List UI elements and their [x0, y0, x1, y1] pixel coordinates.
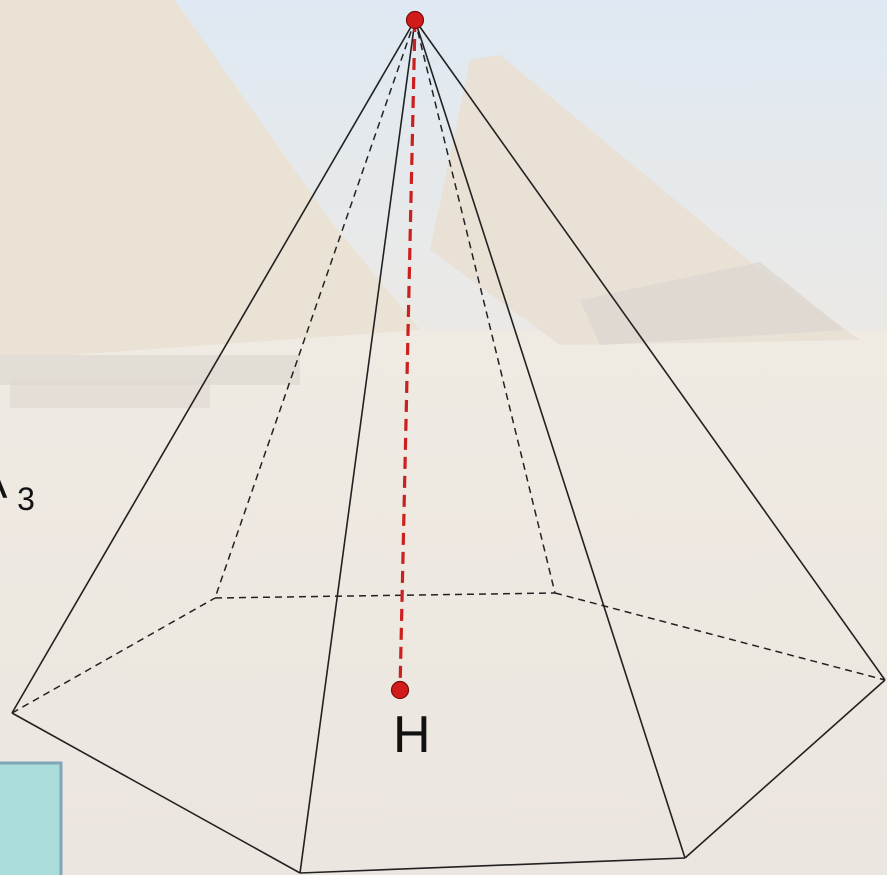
partial-vertex-label: A 3 — [0, 459, 35, 517]
base-edge-front-right — [684, 679, 886, 859]
lateral-edge-b — [299, 19, 416, 874]
lateral-edge-a — [11, 19, 416, 714]
foot-label: H — [393, 706, 431, 764]
visible-edges — [11, 19, 886, 874]
hidden-base-edge-back — [214, 592, 556, 599]
hidden-base-edge-right — [554, 592, 886, 681]
hidden-edges — [11, 19, 886, 714]
horizon-band-2 — [10, 380, 210, 408]
distant-rock-shadow — [580, 262, 845, 345]
apex-point — [405, 10, 425, 30]
foot-point-h — [390, 680, 410, 700]
base-edge-front-left — [11, 712, 301, 874]
partial-vertex-subscript: 3 — [17, 481, 35, 517]
height-segment — [398, 19, 417, 691]
ground — [0, 330, 887, 875]
base-edge-front — [299, 857, 686, 874]
partial-vertex-letter: A — [0, 459, 8, 508]
distant-pyramid-left — [0, 0, 420, 360]
lateral-edge-c — [414, 19, 686, 859]
hidden-lateral-edge-left — [214, 19, 416, 599]
hidden-base-edge-left — [11, 597, 216, 714]
info-panel-fragment — [0, 761, 63, 875]
hidden-lateral-edge-right — [414, 19, 556, 594]
lateral-edge-d — [414, 19, 886, 681]
